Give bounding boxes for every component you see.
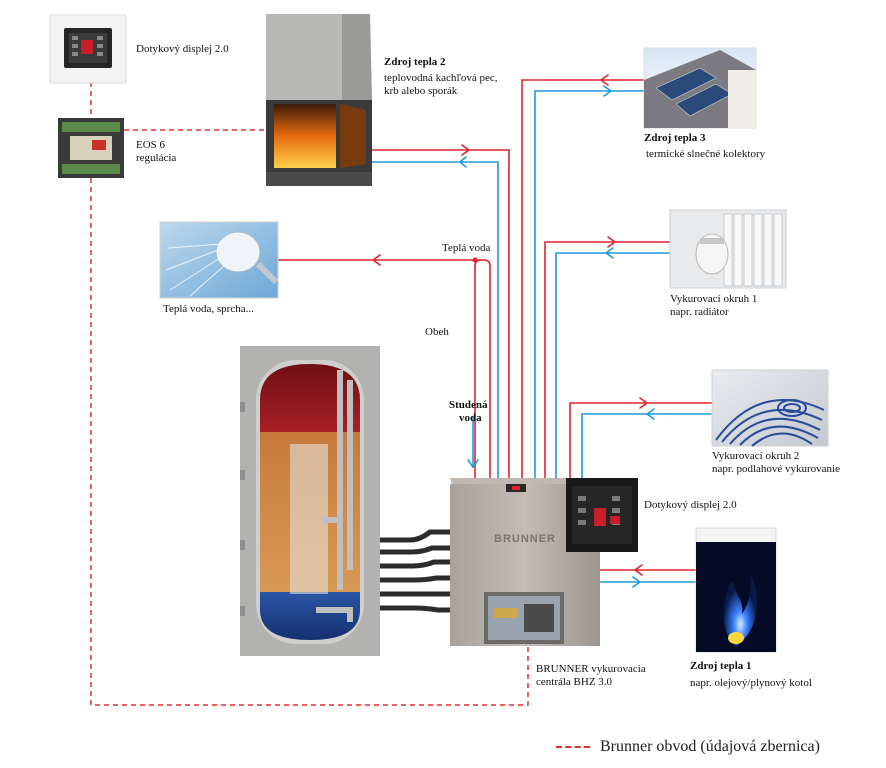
underfloor-heating-image <box>711 369 829 447</box>
source2-line2: krb alebo sporák <box>384 85 458 97</box>
source2-line1: teplovodná kachľová pec, <box>384 72 498 84</box>
circuit1-line2: napr. radiátor <box>670 306 729 318</box>
eos-controller <box>58 118 124 178</box>
radiator-image <box>669 209 787 289</box>
display-panel-top <box>49 14 127 84</box>
brunner-label-line2: centrála BHZ 3.0 <box>536 676 613 688</box>
eos-label-line1: EOS 6 <box>136 139 166 151</box>
eos-label-line2: regulácia <box>136 152 177 164</box>
legend-label: Brunner obvod (údajová zbernica) <box>600 738 820 755</box>
connection-hoses <box>380 529 452 613</box>
hot-water-tap-label: Teplá voda <box>442 242 491 254</box>
brunner-label-line1: BRUNNER vykurovacia <box>536 663 646 675</box>
storage-tank <box>240 346 380 656</box>
fireplace <box>266 14 372 186</box>
solar-collectors <box>643 47 757 129</box>
boiler-flame-image <box>695 527 777 653</box>
source2-title: Zdroj tepla 2 <box>384 56 446 68</box>
display-right-label: Dotykový displej 2.0 <box>644 499 737 511</box>
source1-title: Zdroj tepla 1 <box>690 660 752 672</box>
flow-arrows <box>371 74 655 588</box>
tap-junction <box>472 257 478 263</box>
circulation-label: Obeh <box>425 326 449 338</box>
pipes <box>278 79 712 583</box>
display-panel-right <box>566 478 638 552</box>
circuit2-line1: Vykurovací okruh 2 <box>712 450 800 462</box>
shower-image <box>159 221 279 299</box>
source3-title: Zdroj tepla 3 <box>644 132 706 144</box>
hot-water-shower-label: Teplá voda, sprcha... <box>163 303 254 315</box>
cold-water-label-line2: voda <box>459 412 482 424</box>
brunner-unit <box>450 478 600 646</box>
legend: Brunner obvod (údajová zbernica) <box>556 738 820 756</box>
source1-line1: napr. olejový/plynový kotol <box>690 677 812 689</box>
source3-line1: termické slnečné kolektory <box>646 148 766 160</box>
display-top-label: Dotykový displej 2.0 <box>136 43 229 55</box>
circuit2-line2: napr. podlahové vykurovanie <box>712 463 840 475</box>
legend-dash-symbol <box>556 746 590 749</box>
unit-brand-label: BRUNNER <box>494 533 556 545</box>
cold-water-label-line1: Studená <box>449 399 488 411</box>
circuit1-line1: Vykurovací okruh 1 <box>670 293 758 305</box>
